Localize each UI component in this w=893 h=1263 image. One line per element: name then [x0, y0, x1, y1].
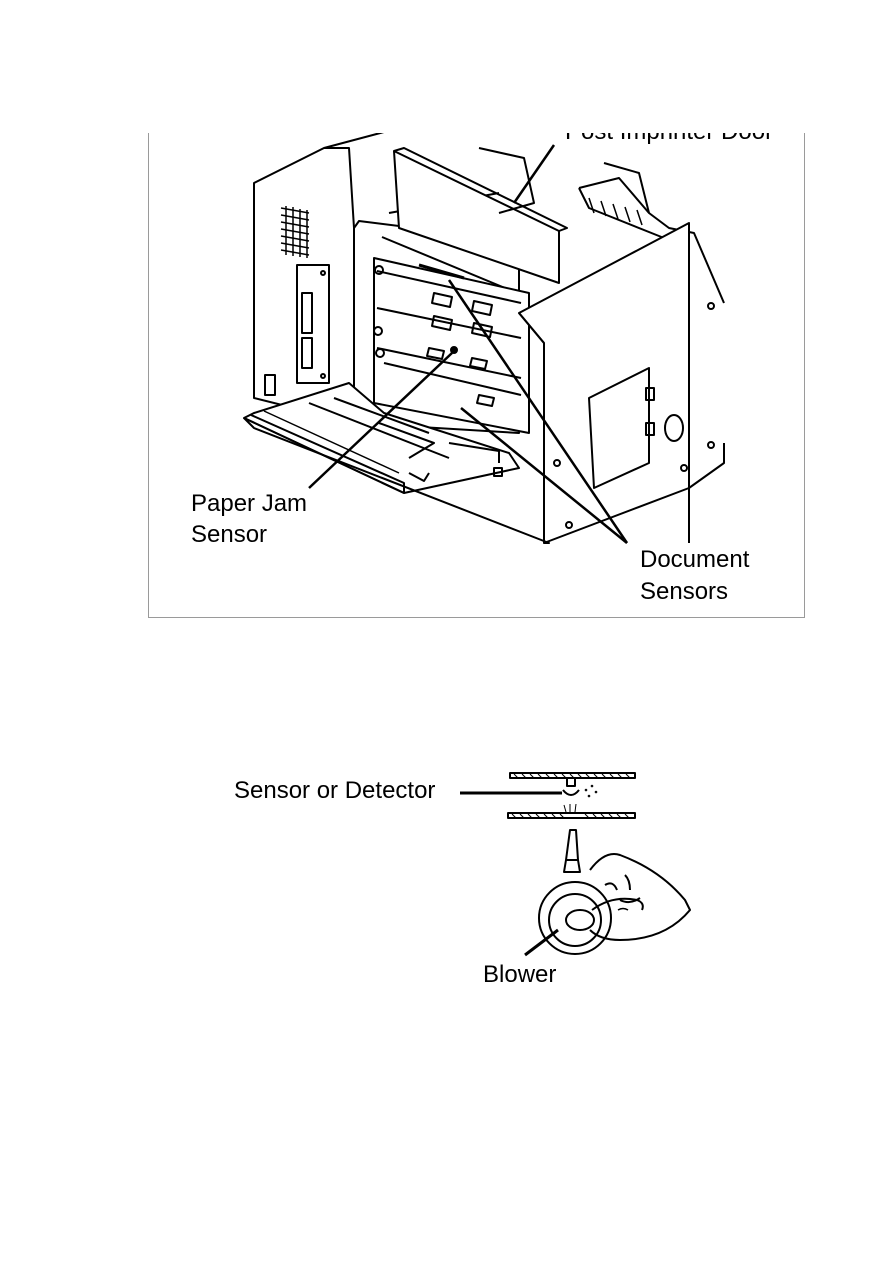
post-imprinter-door-label: Post Imprinter Door	[565, 133, 773, 145]
door-leader-line	[512, 144, 556, 204]
paper-jam-leader-line	[308, 352, 453, 489]
sensor-or-detector-label: Sensor or Detector	[234, 777, 435, 804]
scanner-illustration: Post Imprinter Door Paper Jam Sensor Doc…	[191, 133, 773, 605]
document-sensors-label-line2: Sensors	[640, 578, 728, 605]
blower-sensor-figure: Sensor or Detector Blower	[130, 760, 815, 1005]
blower-label: Blower	[483, 961, 556, 988]
paper-jam-sensor-label-line2: Sensor	[191, 521, 267, 548]
blower-illustration: Sensor or Detector Blower	[234, 772, 691, 988]
scanner-sensors-figure: Post Imprinter Door Paper Jam Sensor Doc…	[148, 133, 805, 618]
document-sensors-label-line1: Document	[640, 546, 750, 573]
document-sensor-leader-line-1	[447, 279, 629, 544]
document-sensor-leader-line-2	[460, 407, 628, 544]
blower-leader-line	[524, 928, 559, 957]
paper-jam-sensor-label-line1: Paper Jam	[191, 490, 307, 517]
